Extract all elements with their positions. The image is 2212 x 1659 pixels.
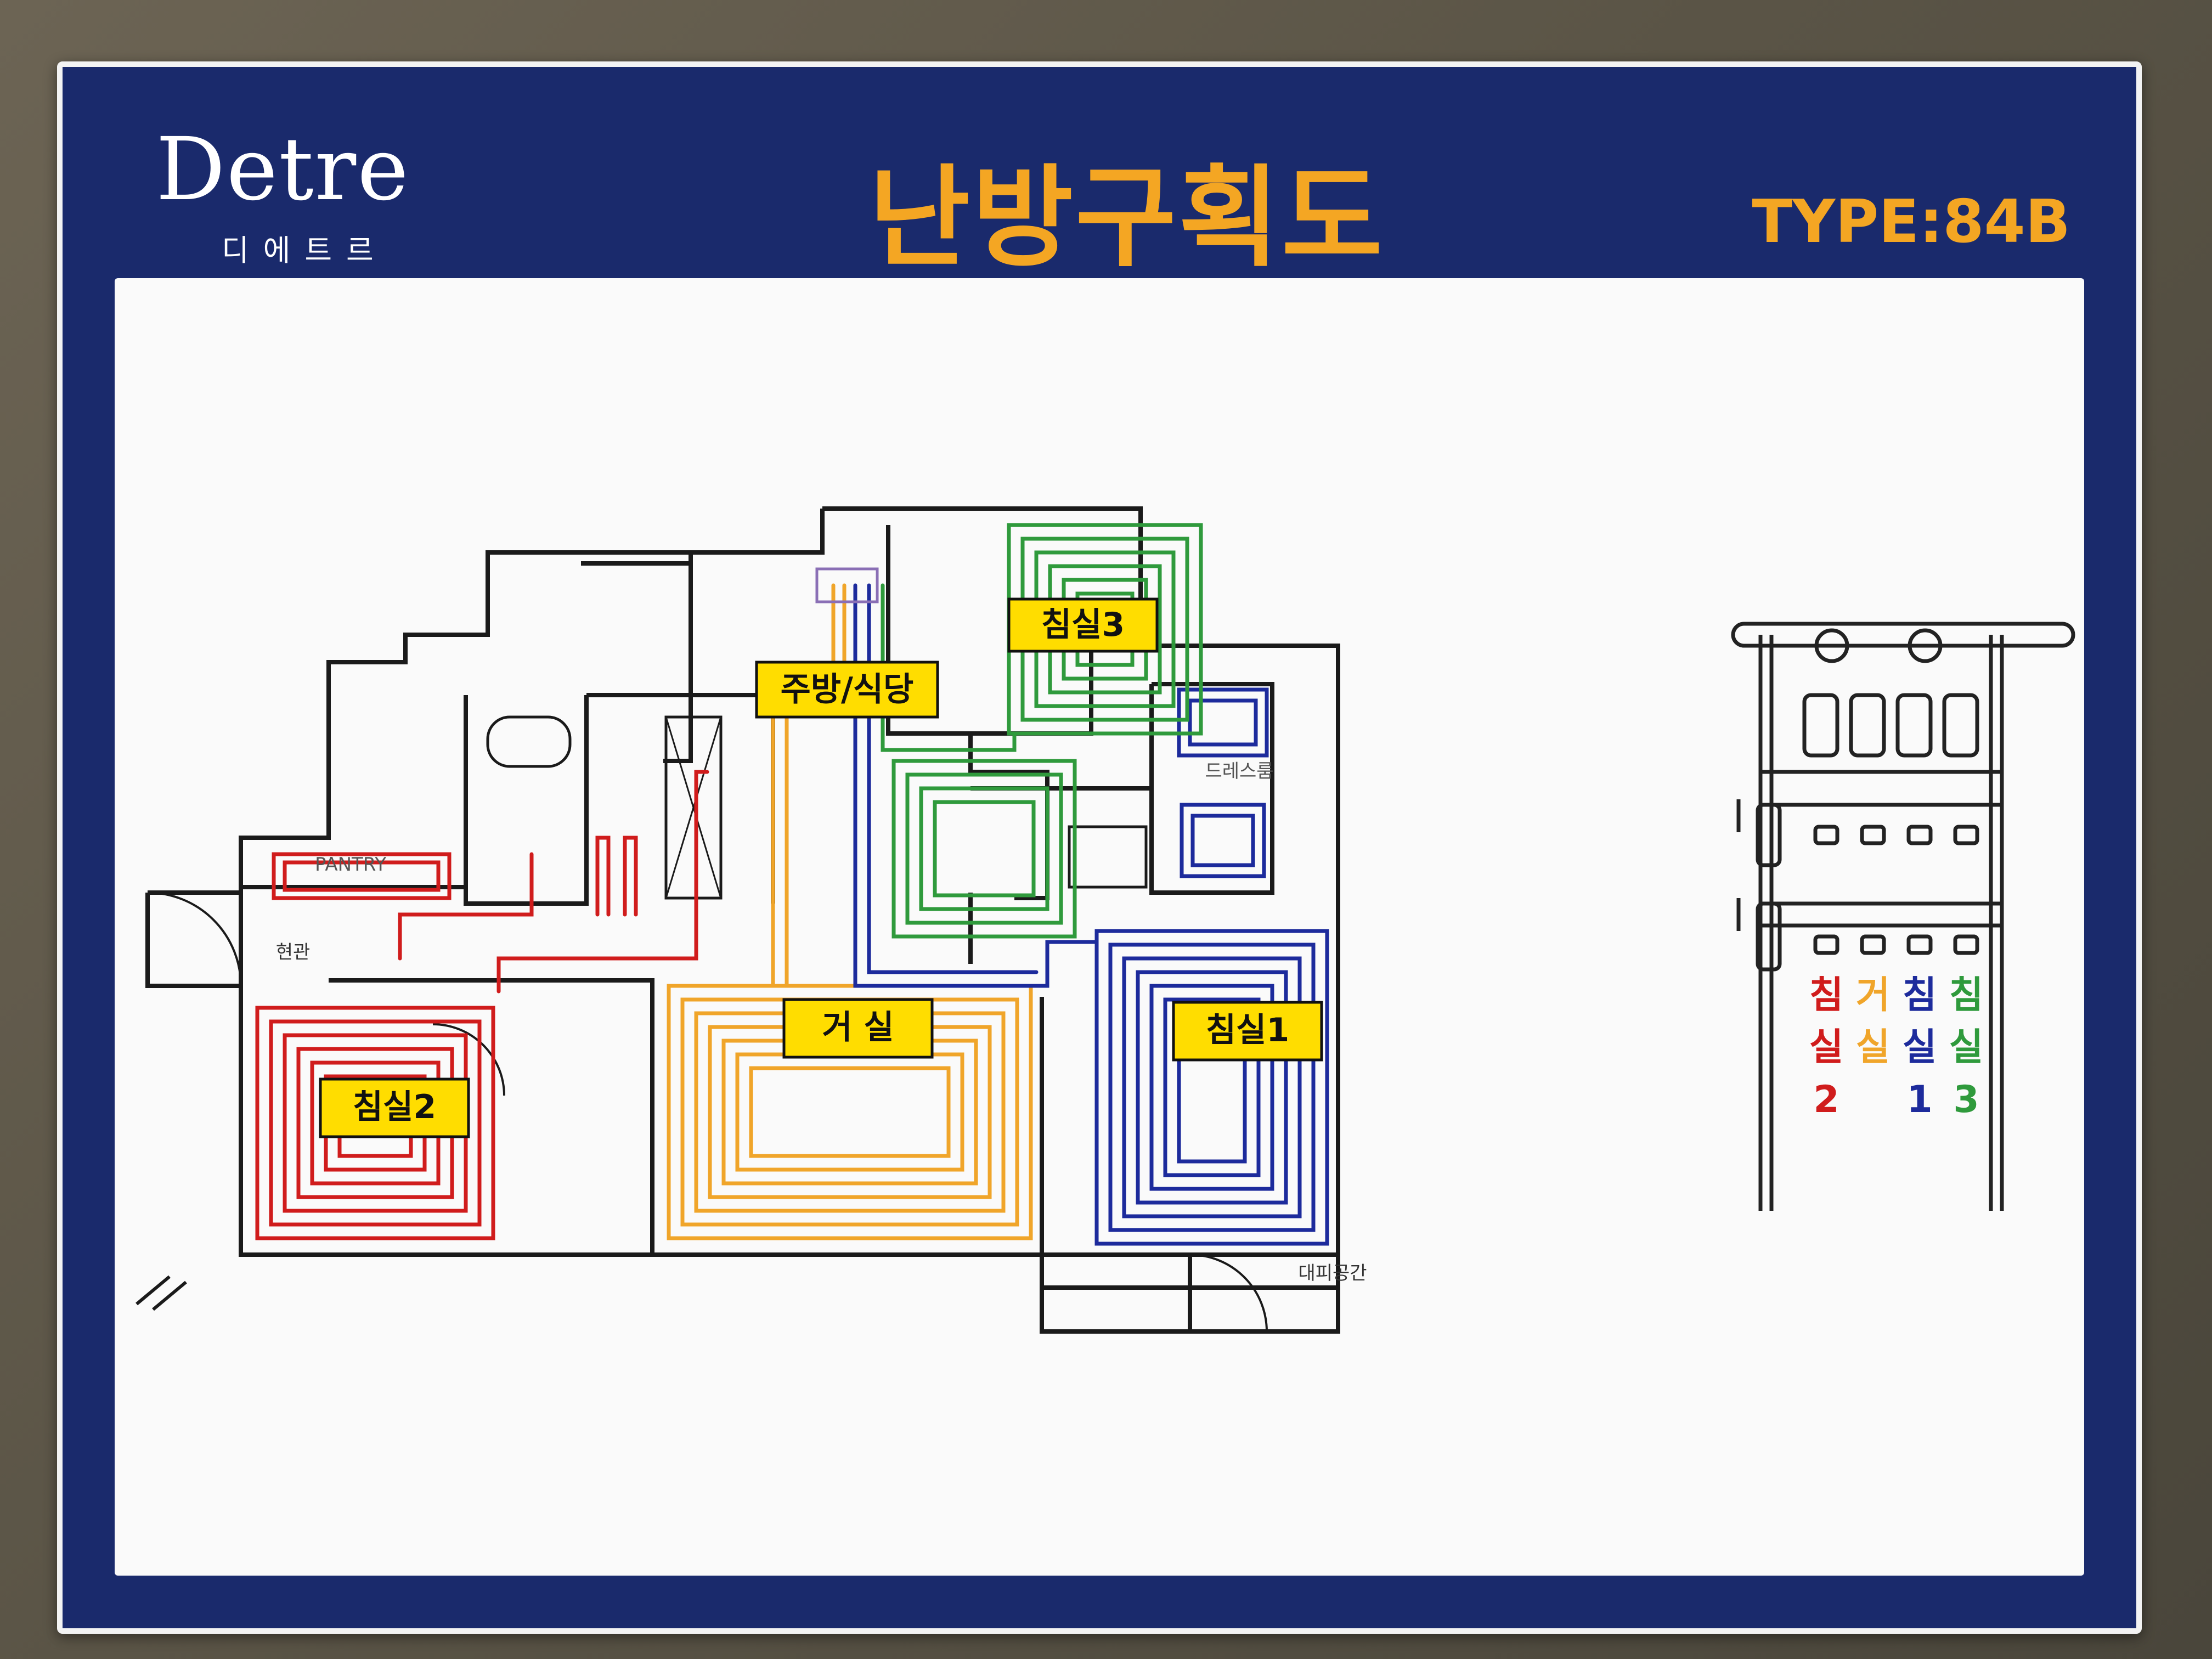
floor-plan-walls [136, 506, 1340, 1334]
shaft [664, 715, 723, 900]
legend-0-line2: 실 [1809, 1026, 1844, 1069]
inner-wall-11 [329, 978, 654, 1255]
side-valve-upper [1756, 803, 1782, 867]
evac-space-label: 대피공간 [1298, 1262, 1367, 1284]
heating-zone-sign: Detre 디에트르 난방구획도 TYPE:84B [57, 61, 2142, 1634]
living-label-box [782, 998, 934, 1059]
bathtub [486, 715, 572, 768]
side-valve-lower [1756, 901, 1782, 972]
inner-wall-8 [586, 693, 775, 904]
manifold-schematic [1731, 622, 2075, 1211]
living-label: 거 실 [822, 1008, 894, 1047]
legend-3-line1: 침 [1949, 974, 1984, 1017]
inner-wall-9 [464, 695, 589, 906]
bedroom1-label-box [1172, 1001, 1323, 1062]
inner-wall-6 [663, 552, 693, 763]
manifold-top-bar [1731, 622, 2075, 648]
legend-3-line2: 실 [1949, 1026, 1984, 1069]
bedroom3-label-box [1007, 597, 1159, 653]
bedroom3-label: 침실3 [1041, 606, 1125, 644]
floor-plan-diagram: 주방/식당 침실3 거 실 침실1 침실2 현관 대피공간 PANTRY 드레스… [136, 506, 2075, 1334]
floor-manifold [815, 567, 879, 603]
valve-4 [1942, 693, 1979, 758]
kitchen-label: 주방/식당 [781, 670, 914, 709]
outlet-4 [1953, 825, 1979, 845]
valve-3 [1895, 693, 1933, 758]
return-3 [1906, 934, 1933, 955]
bedroom2-label: 침실2 [353, 1088, 436, 1126]
entrance-label: 현관 [276, 941, 311, 963]
brand-subtitle: 디에트르 [222, 233, 388, 268]
dress-room-label: 드레스룸 [1205, 760, 1273, 782]
outlet-2 [1860, 825, 1886, 845]
valve-1 [1802, 693, 1839, 758]
inner-wall-17 [145, 893, 241, 988]
legend-1-line1: 거 [1856, 974, 1891, 1017]
balcony-stub-1 [136, 1275, 171, 1306]
outlet-1 [1813, 825, 1839, 845]
balcony-stub-2 [152, 1280, 187, 1311]
legend-0-line3: 2 [1813, 1078, 1839, 1121]
bedroom1-label: 침실1 [1206, 1011, 1289, 1049]
legend-2-line2: 실 [1903, 1026, 1937, 1069]
return-2 [1860, 934, 1886, 955]
valve-2 [1849, 693, 1886, 758]
door-arc-3 [432, 1023, 505, 1096]
pantry-label: PANTRY [315, 854, 386, 876]
pump-left [1814, 628, 1849, 663]
outer-wall [239, 506, 1340, 1290]
legend-2-line1: 침 [1903, 974, 1937, 1017]
room-labels: 주방/식당 침실3 거 실 침실1 침실2 현관 대피공간 PANTRY 드레스… [276, 597, 1367, 1284]
outlet-3 [1906, 825, 1933, 845]
utility-box [1068, 825, 1148, 889]
return-1 [1813, 934, 1839, 955]
legend-2-line3: 1 [1906, 1078, 1932, 1121]
inner-wall-3 [1149, 682, 1274, 895]
floor-plan-panel: 주방/식당 침실3 거 실 침실1 침실2 현관 대피공간 PANTRY 드레스… [115, 278, 2084, 1576]
legend-3-line3: 3 [1953, 1078, 1979, 1121]
legend-0-line1: 침 [1809, 974, 1844, 1017]
return-4 [1953, 934, 1979, 955]
door-arc-1 [147, 891, 242, 986]
bedroom2-label-box [319, 1077, 470, 1138]
page-title: 난방구획도 [869, 154, 1385, 282]
door-arc-2 [1189, 1254, 1268, 1332]
unit-type-label: TYPE:84B [1752, 188, 2070, 256]
legend-1-line2: 실 [1856, 1026, 1891, 1069]
shaft-x-2 [665, 716, 722, 899]
kitchen-label-box [755, 661, 939, 719]
pump-right [1908, 628, 1943, 663]
brand-logo: Detre [156, 119, 410, 220]
manifold-legend: 침 실 2 거 실 침 실 1 침 실 3 [1809, 974, 1984, 1121]
bedroom2-coil [255, 770, 709, 1240]
